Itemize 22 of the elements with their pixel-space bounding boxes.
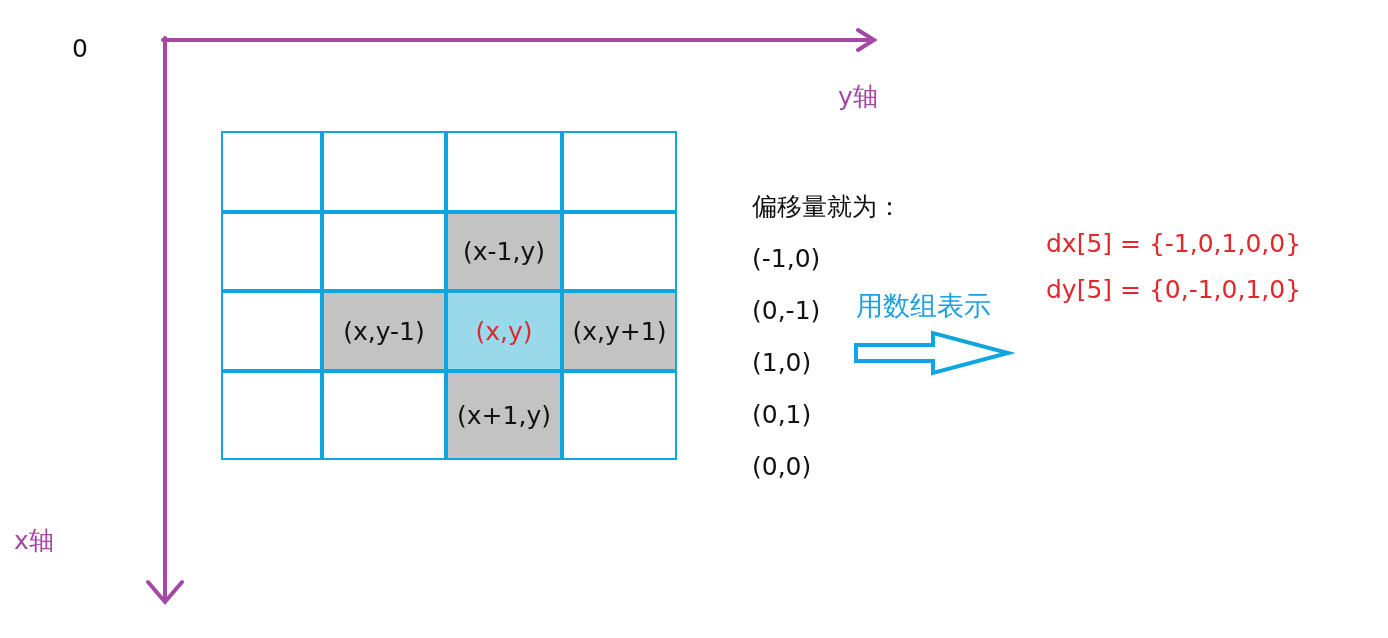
- offset-text: (1,0): [752, 348, 812, 378]
- grid-cell: [562, 291, 677, 371]
- offset-text: (0,0): [752, 452, 812, 482]
- coordinate-text: (x+1,y): [457, 403, 551, 428]
- offset-text: (0,-1): [752, 296, 821, 326]
- array-text: dy[5] = {0,-1,0,1,0}: [1046, 275, 1302, 305]
- grid-cell: [446, 212, 562, 291]
- offset-text: (-1,0): [752, 244, 821, 274]
- coordinate-text: (x,y): [475, 318, 533, 344]
- coordinate-text: (x,y+1): [572, 318, 667, 344]
- hollow-arrow: [854, 330, 1016, 376]
- grid-cell: [446, 291, 562, 371]
- coordinate-text: (x-1,y): [463, 239, 545, 264]
- array-text: dx[5] = {-1,0,1,0,0}: [1046, 229, 1302, 259]
- grid-cell: [446, 371, 562, 460]
- axis-label: y轴: [838, 82, 878, 112]
- coordinate-text: (x,y-1): [343, 318, 425, 344]
- heading-text: 偏移量就为：: [752, 192, 902, 222]
- axis-label: x轴: [14, 526, 54, 556]
- offset-text: (0,1): [752, 400, 812, 430]
- grid-cell: [322, 291, 446, 371]
- origin-label: 0: [72, 34, 88, 64]
